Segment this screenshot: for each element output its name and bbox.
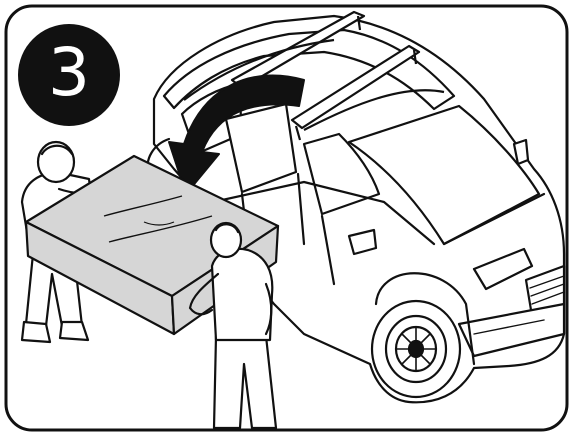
- person-left-shoe-1: [22, 322, 50, 342]
- car-front-wheel: [372, 301, 460, 397]
- step-number-badge: 3: [18, 24, 120, 126]
- person-left-shoe-2: [60, 322, 88, 340]
- person-left-head: [38, 142, 74, 182]
- step-number-text: 3: [48, 40, 90, 106]
- instruction-panel: 3: [4, 4, 569, 432]
- person-right-torso: [212, 249, 272, 340]
